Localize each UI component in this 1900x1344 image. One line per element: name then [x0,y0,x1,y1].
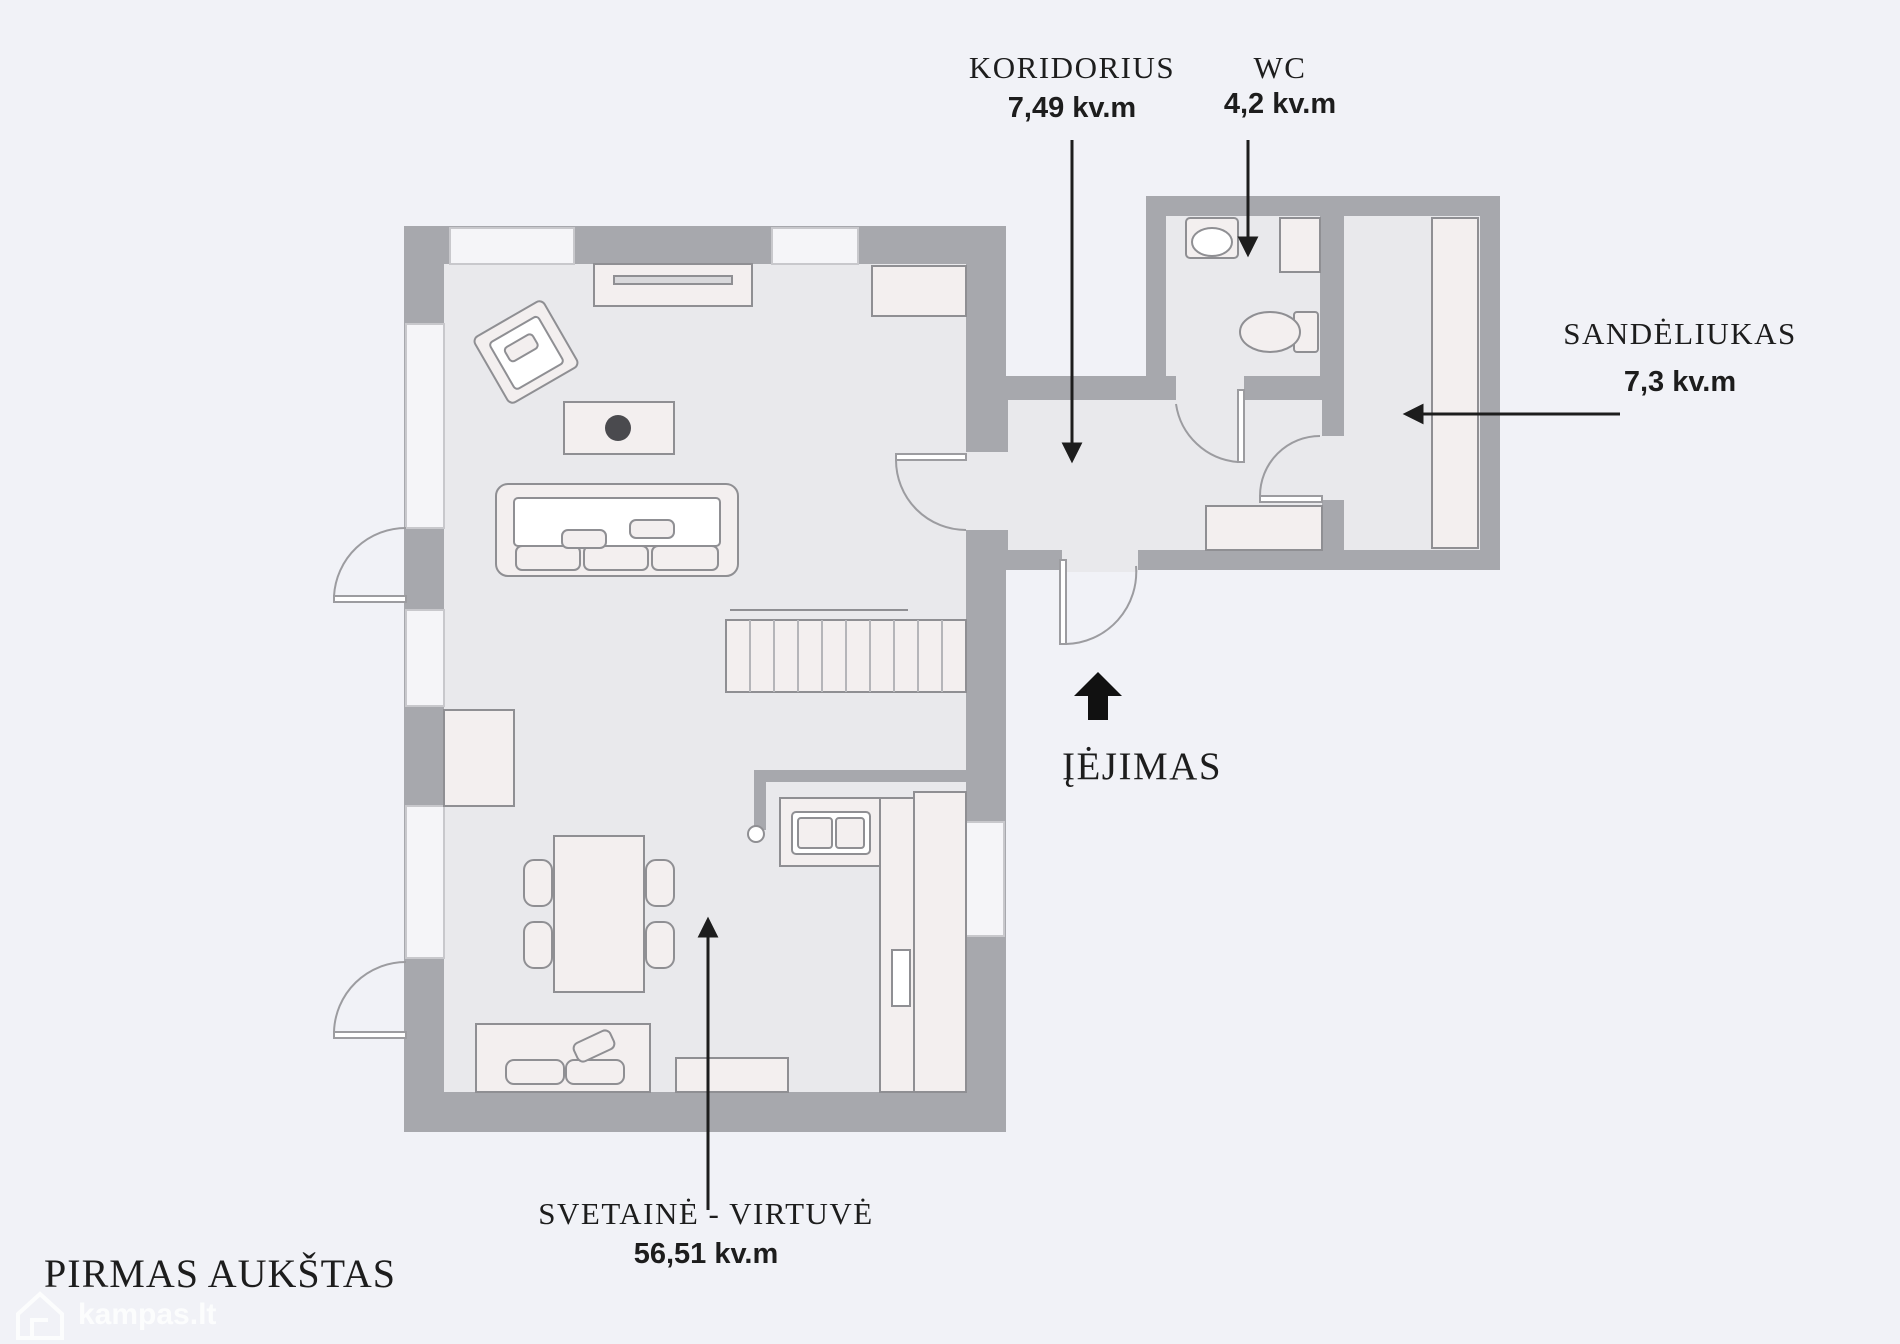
door-entrance [1059,559,1138,645]
watermark: kampas.lt [10,1288,216,1342]
doors [333,389,1323,1039]
watermark-icon-space [10,1288,68,1342]
living-kitchen-area: 56,51 kv.m [633,1238,779,1270]
living-kitchen-label: SVETAINĖ - VIRTUVĖ 56,51 kv.m [506,1196,906,1271]
door-opening-corridor-wc [1176,376,1244,402]
tv-icon [613,275,733,285]
stove-icon [891,949,911,1007]
windows [405,227,1005,959]
living-furniture [443,263,967,807]
cabinet-top-right [871,265,967,317]
window-left-3 [405,805,445,959]
chair-icon [645,859,675,907]
service-furniture [1185,217,1479,551]
window-top-left [449,227,575,265]
window-left-2 [405,609,445,707]
wc-label: WC 4,2 kv.m [1180,50,1380,121]
chair-icon [645,921,675,969]
floor-title: PIRMAS AUKŠTAS [44,1251,397,1296]
window-right-kitchen [965,821,1005,937]
chair-icon [523,859,553,907]
dining-table [553,835,645,993]
arrow-storage [1402,403,1620,425]
window-top-right [771,227,859,265]
sink-icon [1185,217,1239,259]
door-main-corridor [895,453,967,531]
corridor-cabinet [1205,505,1323,551]
wc-area: 4,2 kv.m [1223,88,1337,120]
door-wc [1175,389,1245,463]
leader-arrows [697,140,1620,1210]
corridor-label: KORIDORIUS 7,49 kv.m [952,50,1192,125]
entrance-arrow-icon [1074,672,1122,720]
door-left-lower [333,961,407,1039]
toilet-icon [1239,311,1319,353]
storage-area: 7,3 kv.m [1623,366,1737,398]
counter-side [879,797,915,1093]
chair-icon [523,921,553,969]
wc-cabinet [1279,217,1321,273]
corridor-area: 7,49 kv.m [1007,92,1137,124]
door-opening-corridor-storage [1320,436,1344,500]
kitchen-furniture [475,791,967,1093]
window-left-1 [405,323,445,529]
sofa-icon [495,483,739,577]
living-kitchen-name: SVETAINĖ - VIRTUVĖ [538,1196,874,1231]
door-opening-entrance [1062,550,1138,572]
house-logo-icon [16,1291,64,1340]
door-left-upper [333,526,407,603]
staircase [725,609,967,693]
door-opening-main-corridor [966,452,1008,530]
arrow-wc [1237,140,1259,258]
storage-label: SANDĖLIUKAS 7,3 kv.m [1540,316,1820,399]
arrow-corridor [1061,140,1083,464]
tall-cabinet [913,791,967,1093]
small-sofa-icon [475,1023,651,1093]
kitchen-partition [747,770,966,843]
watermark-text: kampas.lt [78,1298,217,1331]
main-wall-lower [966,570,1006,782]
corridor-name: KORIDORIUS [968,50,1176,85]
storage-shelf [1431,217,1479,549]
low-cabinet [675,1057,789,1093]
wc-name: WC [1253,50,1307,85]
plant-icon [605,415,631,441]
door-storage [1259,435,1323,503]
entrance-label: ĮĖJIMAS [1062,745,1223,788]
armchair-icon [473,300,579,404]
side-cabinet [443,709,515,807]
arrow-living-kitchen [697,916,719,1210]
storage-name: SANDĖLIUKAS [1563,316,1797,351]
